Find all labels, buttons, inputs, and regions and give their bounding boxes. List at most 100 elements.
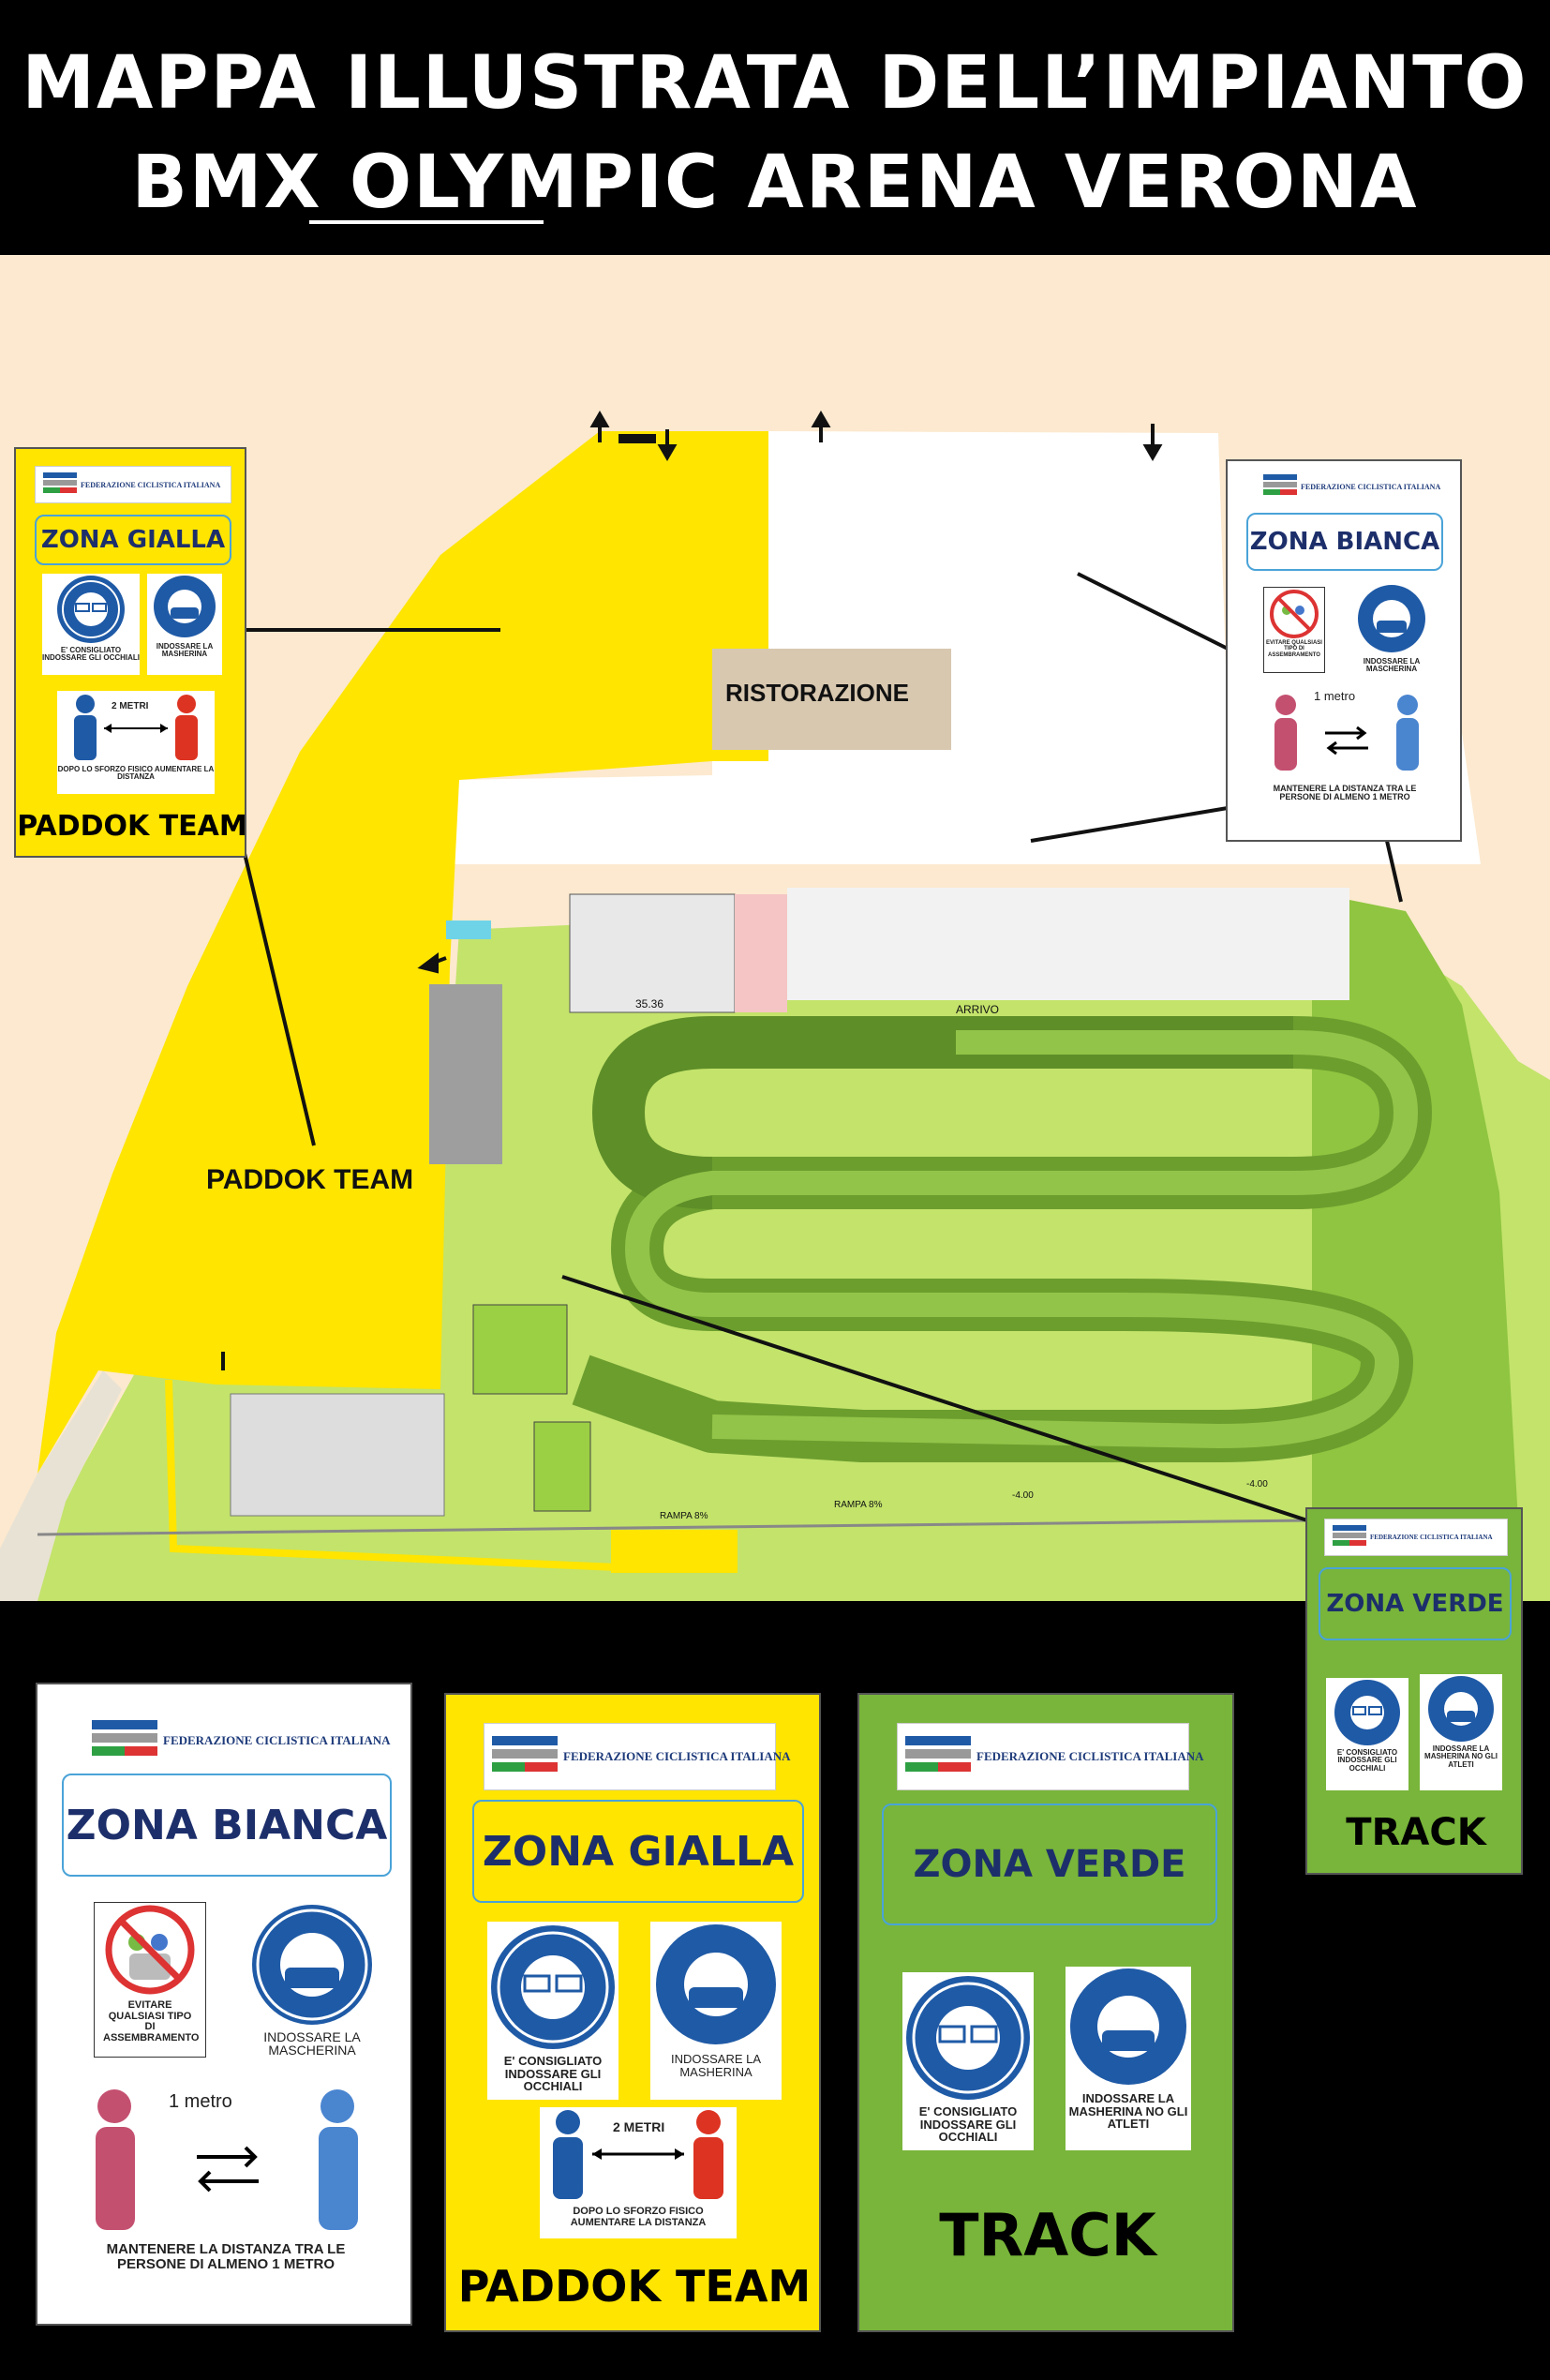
distance-caption: 2 METRI [112, 701, 149, 711]
mask-sign: INDOSSARE LA MASCHERINA [1349, 583, 1434, 677]
dimension-label: 35.36 [635, 997, 664, 1010]
zone-title: ZONA GIALLA [35, 515, 231, 565]
federation-name: FEDERAZIONE CICLISTICA ITALIANA [81, 480, 221, 489]
fci-logo-box: FEDERAZIONE CICLISTICA ITALIANA [84, 1713, 390, 1769]
one-meter-caption: 1 metro [1314, 689, 1356, 703]
mask-sign: INDOSSARE LA MASHERINA [650, 1922, 782, 2100]
mask-sign: INDOSSARE LA MASCHERINA [242, 1902, 382, 2058]
title-line-2: BMX OLYMPIC ARENA VERONA [131, 141, 1419, 225]
fci-flag-icon [1333, 1524, 1366, 1550]
paddok-map-label: PADDOK TEAM [206, 1164, 414, 1195]
federation-name: FEDERAZIONE CICLISTICA ITALIANA [563, 1749, 791, 1763]
ristorazione-label: RISTORAZIONE [725, 679, 909, 707]
two-people-distance-icon [553, 2110, 723, 2199]
mask-icon [1428, 1676, 1494, 1742]
start-pink [735, 894, 787, 1012]
yellow-paddock-zone [37, 431, 768, 1474]
ristorazione-building [712, 649, 951, 750]
mask-caption: INDOSSARE LA MASHERINA [670, 2052, 762, 2079]
rampa-label-1: RAMPA 8% [660, 1511, 708, 1521]
mask-icon [1070, 1968, 1186, 2085]
track-inner [624, 1030, 1419, 1449]
zone-footer: PADDOK TEAM [17, 810, 247, 843]
yellow-rect [611, 1530, 738, 1573]
glasses-caption: E' CONSIGLIATO INDOSSARE GLI OCCHIALI [918, 2104, 1018, 2145]
glasses-caption: E' CONSIGLIATO INDOSSARE GLI OCCHIALI [503, 2054, 603, 2094]
two-people-distance-icon [74, 695, 198, 760]
fci-flag-icon [905, 1735, 971, 1778]
mask-icon [656, 1924, 776, 2044]
fci-logo-box: FEDERAZIONE CICLISTICA ITALIANA [1256, 469, 1443, 504]
title-line-1: MAPPA ILLUSTRATA DELL’IMPIANTO [22, 41, 1528, 126]
level-label-1: -4.00 [1012, 1490, 1034, 1501]
glasses-sign: E' CONSIGLIATO INDOSSARE GLI OCCHIALI [42, 574, 140, 675]
grandstand [787, 888, 1349, 1000]
parking-area [230, 1393, 445, 1517]
bottom-road [37, 1519, 1313, 1536]
sign-zona-bianca: FEDERAZIONE CICLISTICA ITALIANA ZONA BIA… [36, 1683, 412, 2326]
zone-footer: TRACK [1346, 1811, 1486, 1854]
zone-title: ZONA BIANCA [1246, 513, 1443, 571]
start-ramp-1 [472, 1304, 568, 1395]
one-meter-distance-icon [1274, 695, 1419, 771]
grey-building [429, 984, 502, 1164]
zone-footer: TRACK [939, 2201, 1156, 2269]
mask-caption: INDOSSARE LA MASCHERINA [263, 2028, 361, 2058]
glasses-icon [906, 1976, 1030, 2100]
fci-logo-box: FEDERAZIONE CICLISTICA ITALIANA [1324, 1519, 1508, 1556]
mask-sign: INDOSSARE LA MASHERINA NO GLI ATLETI [1420, 1674, 1502, 1790]
avoid-gathering-sign: EVITARE QUALSIASI TIPO DI ASSEMBRAMENTO [94, 1902, 206, 2058]
avoid-caption: EVITARE QUALSIASI TIPO DI ASSEMBRAMENTO [1266, 640, 1322, 658]
venue-map: RISTORAZIONE PADDOK TEAM ARRIVO 35.36 RA… [0, 255, 1550, 1601]
start-structure [569, 893, 736, 1013]
zone-title: ZONA VERDE [882, 1804, 1217, 1925]
avoid-gathering-sign: EVITARE QUALSIASI TIPO DI ASSEMBRAMENTO [1263, 587, 1325, 673]
entrance-marker [446, 921, 491, 939]
federation-name: FEDERAZIONE CICLISTICA ITALIANA [976, 1749, 1204, 1763]
level-label-2: -4.00 [1246, 1479, 1268, 1489]
map-sign-zona-bianca: FEDERAZIONE CICLISTICA ITALIANA ZONA BIA… [1226, 459, 1462, 842]
glasses-caption: E' CONSIGLIATO INDOSSARE GLI OCCHIALI [42, 646, 141, 663]
fci-logo-box: FEDERAZIONE CICLISTICA ITALIANA [897, 1723, 1203, 1790]
fci-logo-box: FEDERAZIONE CICLISTICA ITALIANA [35, 466, 231, 503]
keep-distance-caption: MANTENERE LA DISTANZA TRA LE PERSONE DI … [1273, 784, 1417, 802]
zone-title: ZONA BIANCA [62, 1774, 392, 1877]
title-underline [309, 220, 544, 224]
zone-title: ZONA VERDE [1319, 1567, 1512, 1640]
zone-title: ZONA GIALLA [472, 1800, 804, 1903]
no-gathering-icon [1270, 590, 1319, 638]
yellow-path [165, 1379, 619, 1571]
mask-sign: INDOSSARE LA MASHERINA [147, 574, 222, 675]
one-meter-distance-icon [96, 2089, 358, 2230]
mask-caption: INDOSSARE LA MASHERINA NO GLI ATLETI [1068, 2091, 1188, 2132]
federation-name: FEDERAZIONE CICLISTICA ITALIANA [163, 1733, 391, 1747]
federation-name: FEDERAZIONE CICLISTICA ITALIANA [1370, 1534, 1493, 1541]
glasses-sign: E' CONSIGLIATO INDOSSARE GLI OCCHIALI [902, 1972, 1034, 2150]
zone-footer: PADDOK TEAM [457, 2261, 812, 2312]
arrivo-label: ARRIVO [956, 1003, 1000, 1016]
mask-caption: INDOSSARE LA MASHERINA NO GLI ATLETI [1424, 1744, 1498, 1769]
page-header: MAPPA ILLUSTRATA DELL’IMPIANTO BMX OLYMP… [0, 0, 1550, 255]
map-sign-zona-verde: FEDERAZIONE CICLISTICA ITALIANA ZONA VER… [1305, 1507, 1523, 1875]
mask-caption: INDOSSARE LA MASCHERINA [1363, 657, 1421, 674]
after-effort-caption: DOPO LO SFORZO FISICO AUMENTARE LA DISTA… [570, 2206, 707, 2228]
glasses-sign: E' CONSIGLIATO INDOSSARE GLI OCCHIALI [487, 1922, 619, 2100]
distance-sign: 2 METRI DOPO LO SFORZO FISICO AUMENTARE … [540, 2107, 737, 2238]
mask-icon [252, 1905, 372, 2025]
road [0, 1370, 122, 1601]
fci-flag-icon [92, 1719, 157, 1762]
glasses-sign: E' CONSIGLIATO INDOSSARE GLI OCCHIALI [1326, 1678, 1408, 1790]
mask-icon [1358, 585, 1425, 652]
after-effort-caption: DOPO LO SFORZO FISICO AUMENTARE LA DISTA… [57, 765, 215, 782]
rampa-label-2: RAMPA 8% [834, 1500, 883, 1510]
mask-caption: INDOSSARE LA MASHERINA [156, 642, 214, 659]
glasses-icon [1334, 1680, 1400, 1745]
venue-map-drawing [0, 411, 1550, 1601]
federation-name: FEDERAZIONE CICLISTICA ITALIANA [1301, 482, 1441, 491]
arrows [221, 411, 1163, 1370]
map-sign-zona-gialla: FEDERAZIONE CICLISTICA ITALIANA ZONA GIA… [14, 447, 247, 858]
distance-sign: 2 METRI DOPO LO SFORZO FISICO AUMENTARE … [57, 691, 215, 794]
no-gathering-icon [105, 1905, 195, 1995]
fci-flag-icon [1263, 473, 1297, 500]
